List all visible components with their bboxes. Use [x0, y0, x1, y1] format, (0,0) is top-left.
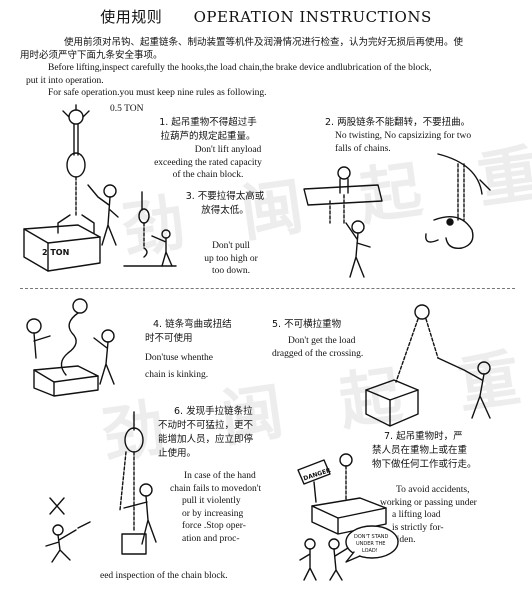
rule-6-cn: 6. 发现手拉链条拉 不动时不可猛拉，更不 能增加人员，应立即停 止使用。 [158, 405, 298, 461]
rule-4-en-1: Don'tuse whenthe [145, 353, 213, 363]
title-en: OPERATION INSTRUCTIONS [193, 8, 432, 26]
intro-block: 使用前须对吊钩、起重链条、制动装置等机件及润滑情况进行检查，认为完好无损后再使用… [20, 36, 520, 100]
capacity-label: 0.5 TON [110, 104, 144, 114]
rule-7-illustration: DANGER DON'T STAND UNDER THE LOAD! [297, 453, 399, 581]
speech-bubble-line1: DON'T STAND [354, 534, 389, 540]
box-label: 2 TON [42, 248, 69, 257]
rule-4: 4. 链条弯曲或扭结 时不可使用 Don'tuse whenthe chain … [145, 318, 285, 381]
rule-6-cn-2: 不动时不可猛拉，更不 [158, 420, 254, 431]
rule-7-en-5: biden. [392, 535, 416, 545]
rule-1-illustration: 2 TON [23, 104, 119, 272]
title-cn: 使用规则 [100, 8, 163, 26]
rule-3-cn-2: 放得太低。 [201, 205, 249, 216]
rule-3-en-2: up too high or [204, 253, 258, 264]
rule-7-en-1: To avoid accidents, [396, 485, 470, 495]
rule-6-illustration [45, 411, 157, 563]
rule-1-en-3: of the chain block. [172, 170, 244, 180]
rule-2-en-2: falls of chains. [335, 143, 391, 154]
intro-cn-line1: 使用前须对吊钩、起重链条、制动装置等机件及润滑情况进行检查，认为完好无损后再使用… [64, 37, 464, 48]
speech-bubble-line3: LOAD! [362, 548, 378, 554]
rule-3-en: Don't pull up too high or too down. [186, 240, 276, 278]
rule-7-en: To avoid accidents, working or passing u… [380, 484, 530, 547]
rule-7-cn-2: 禁人员在重物上或在重 [372, 445, 468, 456]
rule-6-en-7: eed inspection of the chain block. [100, 571, 228, 581]
rule-1-cn-2: 拉葫芦的规定起重量。 [160, 131, 256, 142]
rule-2-cn: 2. 两股链条不能翻转，不要扭曲。 [325, 117, 471, 128]
rule-6-en-5: force .Stop oper- [182, 521, 246, 531]
rule-7-en-3: a lifting load [392, 510, 441, 520]
rule-2: 2. 两股链条不能翻转，不要扭曲。 No twisting, No capsiz… [325, 116, 525, 155]
rule-1-cn-1: 1. 起吊重物不得超过手 [159, 117, 257, 128]
rule-5-en-1: Don't get the load [288, 336, 356, 346]
rule-1-en-2: exceeding the rated capacity [154, 157, 262, 168]
rule-7-en-4: is strictly for- [392, 522, 444, 533]
rule-7-cn-1: 7. 起吊重物时，严 [384, 431, 463, 442]
rule-4-cn-1: 4. 链条弯曲或扭结 [153, 319, 232, 330]
rule-7-en-2: working or passing under [380, 497, 477, 508]
rule-6-cn-3: 能增加人员，应立即停 [158, 434, 254, 445]
rule-7-cn-3: 物下做任何工作或行走。 [372, 459, 477, 470]
rule-6-cn-1: 6. 发现手拉链条拉 [174, 406, 253, 417]
rule-4-illustration [26, 298, 115, 397]
rule-3-en-3: too down. [212, 266, 250, 276]
rule-5-illustration [365, 304, 491, 427]
rule-4-cn-2: 时不可使用 [145, 333, 193, 344]
rule-3-cn-1: 3. 不要拉得太高或 [185, 191, 265, 202]
rule-5: 5. 不可横拉重物 Don't get the load dragged of … [272, 318, 402, 360]
rule-6-en-1: In case of the hand [184, 471, 256, 481]
rule-2-en-1: No twisting, No capsizizing for two [335, 131, 472, 141]
rule-6-en-2: chain fails to movedon't [170, 483, 262, 494]
rule-5-en-2: dragged of the crossing. [272, 348, 364, 359]
intro-en-line1: Before lifting,inspect carefully the hoo… [48, 63, 432, 73]
intro-en-line2: put it into operation. [26, 75, 104, 86]
rule-6-en-6: ation and proc- [182, 533, 240, 544]
rule-6-en: In case of the hand chain fails to moved… [170, 470, 310, 545]
rule-6-en-3: pull it violently [182, 496, 241, 506]
rule-3-en-1: Don't pull [212, 241, 250, 251]
rule-3-illustration [123, 191, 177, 267]
rule-7-cn: 7. 起吊重物时，严 禁人员在重物上或在重 物下做任何工作或行走。 [372, 430, 532, 472]
page-title: 使用规则 OPERATION INSTRUCTIONS [0, 6, 532, 27]
rule-1: 1. 起吊重物不得超过手 拉葫芦的规定起重量。 Don't lift anylo… [128, 116, 288, 182]
rule-2-illustration-hook [425, 153, 491, 249]
rule-6-en-4: or by increasing [182, 508, 244, 519]
rule-4-en-2: chain is kinking. [145, 369, 209, 380]
section-separator [20, 288, 515, 289]
rule-5-cn: 5. 不可横拉重物 [272, 319, 342, 330]
rule-3: 3. 不要拉得太高或 放得太低。 [170, 190, 280, 218]
rule-1-en-1: Don't lift anyload [194, 145, 262, 155]
speech-bubble-line2: UNDER THE [356, 541, 385, 547]
rule-2-illustration-frame [303, 166, 383, 278]
intro-en-line3: For safe operation.you must keep nine ru… [48, 88, 267, 98]
rule-6-cn-4: 止使用。 [158, 448, 197, 459]
intro-cn-line2: 用时必须严守下面九条安全事项。 [20, 50, 163, 61]
